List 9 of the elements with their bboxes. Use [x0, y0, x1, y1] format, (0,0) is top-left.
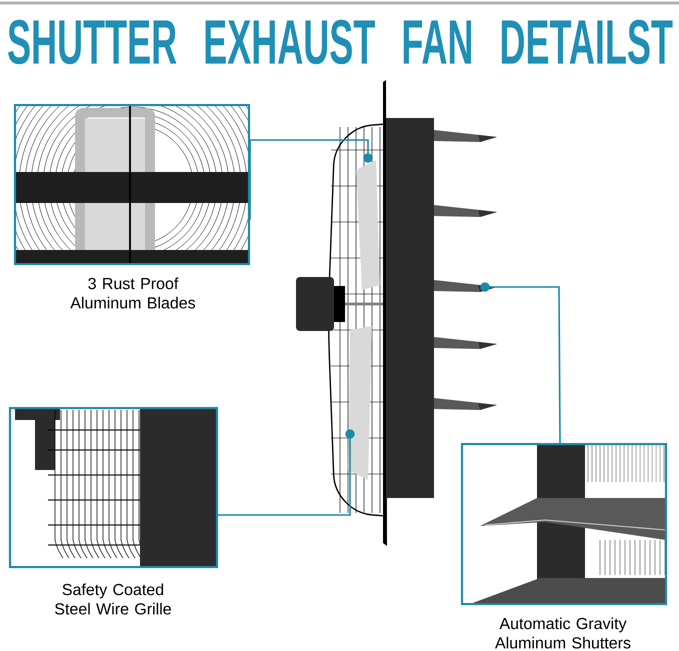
node-label: Safety Coated Steel Wire Grille: [55, 583, 171, 615]
shutter-closeup-photo: Automatic Gravity Aluminum Shutters: [460, 442, 668, 649]
blade-closeup-photo: 3 Rust Proof Aluminum Blades: [14, 104, 250, 309]
leader-line: [249, 139, 373, 220]
leader-line: [217, 429, 355, 516]
grille-closeup-photo: Safety Coated Steel Wire Grille: [8, 406, 218, 615]
title: SHUTTER EXHAUST FAN DETAILST: [8, 20, 673, 64]
leader-line: [480, 282, 561, 443]
node-label: Automatic Gravity Aluminum Shutters: [495, 617, 630, 649]
